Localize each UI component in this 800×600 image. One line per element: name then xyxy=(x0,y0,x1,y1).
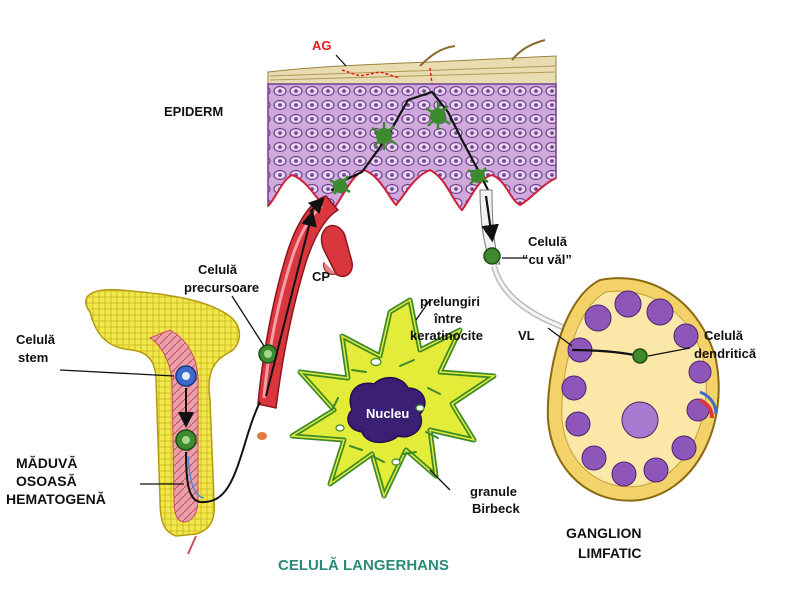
langerhans-cell xyxy=(289,297,497,499)
label-stem-cell-2: stem xyxy=(18,350,48,365)
label-vl: VL xyxy=(518,328,535,343)
label-processes-1: prelungiri xyxy=(420,294,480,309)
label-marrow-1: MĂDUVĂ xyxy=(16,455,77,471)
label-processes-2: între xyxy=(433,311,462,326)
langerhans-cell-exit xyxy=(467,167,489,185)
label-cp: CP xyxy=(312,269,330,284)
label-langerhans-title: CELULĂ LANGERHANS xyxy=(278,557,449,574)
label-ganglion-1: GANGLION xyxy=(566,525,641,541)
epidermal-dendritic-cells xyxy=(329,90,490,195)
epidermis xyxy=(267,39,557,214)
label-granules-1: granule xyxy=(470,484,517,499)
langerhans-cell-basal xyxy=(329,175,351,195)
label-precursor-2: precursoare xyxy=(184,280,259,295)
label-ag: AG xyxy=(312,38,332,53)
leader-lines xyxy=(59,54,691,491)
label-marrow-3: HEMATOGENĂ xyxy=(6,491,106,507)
labels: AG EPIDERM CP VL Celulă stem Celulă prec… xyxy=(6,38,757,574)
label-precursor-1: Celulă xyxy=(198,262,238,277)
label-stem-cell-1: Celulă xyxy=(16,332,56,347)
label-marrow-2: OSOASĂ xyxy=(16,473,77,489)
langerhans-cell-mid xyxy=(371,122,397,150)
label-dendritic-1: Celulă xyxy=(704,328,744,343)
label-veiled-1: Celulă xyxy=(528,234,568,249)
langerhans-cell-upper xyxy=(425,102,451,130)
label-dendritic-2: dendritică xyxy=(694,346,757,361)
label-epiderm: EPIDERM xyxy=(164,104,223,119)
veiled-cell xyxy=(483,247,501,265)
nucleus xyxy=(347,376,426,444)
label-veiled-2: “cu văl” xyxy=(522,252,572,267)
label-granules-2: Birbeck xyxy=(472,501,520,516)
label-nucleus: Nucleu xyxy=(366,406,409,421)
lymph-node xyxy=(546,277,720,502)
dendritic-cell-node xyxy=(632,348,648,364)
blood-vessel xyxy=(257,195,353,409)
label-ganglion-2: LIMFATIC xyxy=(578,545,642,561)
lymph-follicles xyxy=(561,290,712,487)
birbeck-granules xyxy=(331,359,441,463)
bone-marrow xyxy=(84,288,267,555)
label-processes-3: keratinocite xyxy=(410,328,483,343)
